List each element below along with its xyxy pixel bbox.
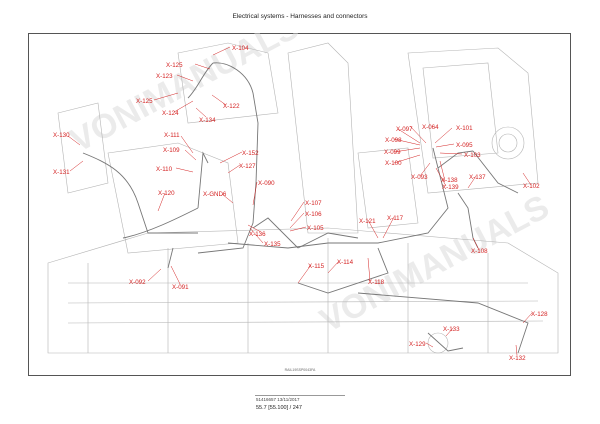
connector-label: X-111 bbox=[164, 132, 180, 139]
connector-label: X-093 bbox=[411, 174, 428, 181]
connector-label: X-091 bbox=[172, 284, 189, 291]
connector-label: X-131 bbox=[53, 169, 70, 176]
connector-label: X-138 bbox=[441, 177, 458, 184]
footer-divider bbox=[255, 395, 345, 396]
connector-label: X-137 bbox=[469, 174, 486, 181]
connector-label: X-104 bbox=[232, 45, 249, 52]
connector-label: X-133 bbox=[443, 326, 460, 333]
connector-label: X-139 bbox=[442, 184, 459, 191]
connector-label: X-121 bbox=[359, 218, 376, 225]
figure-id: RAIL19SSP0043FA bbox=[284, 368, 316, 372]
connector-label: X-098 bbox=[385, 137, 402, 144]
connector-label: X-123 bbox=[156, 73, 173, 80]
connector-label: X-090 bbox=[258, 180, 275, 187]
connector-label: X-128 bbox=[531, 311, 548, 318]
connector-label: X-125 bbox=[136, 98, 153, 105]
connector-label: X-109 bbox=[163, 147, 180, 154]
connector-label: X-115 bbox=[308, 263, 325, 270]
connector-label: X-100 bbox=[385, 160, 402, 167]
connector-label: X-110 bbox=[156, 166, 173, 173]
connector-label: X-132 bbox=[509, 355, 526, 362]
connector-label: X-130 bbox=[53, 132, 70, 139]
connector-label: X-097 bbox=[396, 126, 413, 133]
connector-label: X-099 bbox=[384, 149, 401, 156]
connector-label: X-134 bbox=[199, 117, 216, 124]
watermark: VONIMANUALS VONIMANUALS bbox=[64, 33, 555, 340]
connector-label: X-124 bbox=[162, 110, 179, 117]
connector-label: X-095 bbox=[456, 142, 473, 149]
connector-label: X-122 bbox=[223, 103, 240, 110]
connector-label: X-152 bbox=[242, 150, 259, 157]
machine-outline bbox=[47, 42, 559, 354]
harness-diagram: VONIMANUALS VONIMANUALS bbox=[47, 33, 559, 362]
connector-label: X-107 bbox=[305, 200, 322, 207]
connector-label: X-135 bbox=[264, 241, 281, 248]
connector-label: X-102 bbox=[523, 183, 540, 190]
connector-label: X-127 bbox=[239, 163, 256, 170]
connector-label: X-108 bbox=[471, 248, 488, 255]
connector-label: X-136 bbox=[249, 231, 266, 238]
footer-page-number: 55.7 [55.100] / 247 bbox=[256, 405, 302, 411]
connector-label: X-129 bbox=[409, 341, 426, 348]
connector-label: X-118 bbox=[368, 279, 385, 286]
page-header-title: Electrical systems - Harnesses and conne… bbox=[232, 13, 368, 20]
footer-code: 51416657 13/11/2017 bbox=[256, 397, 300, 402]
connector-label: X-GND6 bbox=[203, 191, 227, 198]
connector-labels: X-104 X-125 X-123 X-125 X-124 X-134 X-12… bbox=[53, 45, 548, 362]
connector-label: X-101 bbox=[456, 125, 473, 132]
connector-label: X-120 bbox=[158, 190, 175, 197]
connector-label: X-125 bbox=[166, 62, 183, 69]
connector-label: X-106 bbox=[305, 211, 322, 218]
connector-label: X-064 bbox=[422, 124, 439, 131]
connector-label: X-117 bbox=[387, 215, 404, 222]
leader-lines bbox=[67, 46, 533, 356]
diagram-frame bbox=[28, 33, 571, 376]
connector-label: X-103 bbox=[464, 152, 481, 159]
connector-label: X-114 bbox=[337, 259, 354, 266]
connector-label: X-105 bbox=[307, 225, 324, 232]
connector-label: X-092 bbox=[129, 279, 146, 286]
